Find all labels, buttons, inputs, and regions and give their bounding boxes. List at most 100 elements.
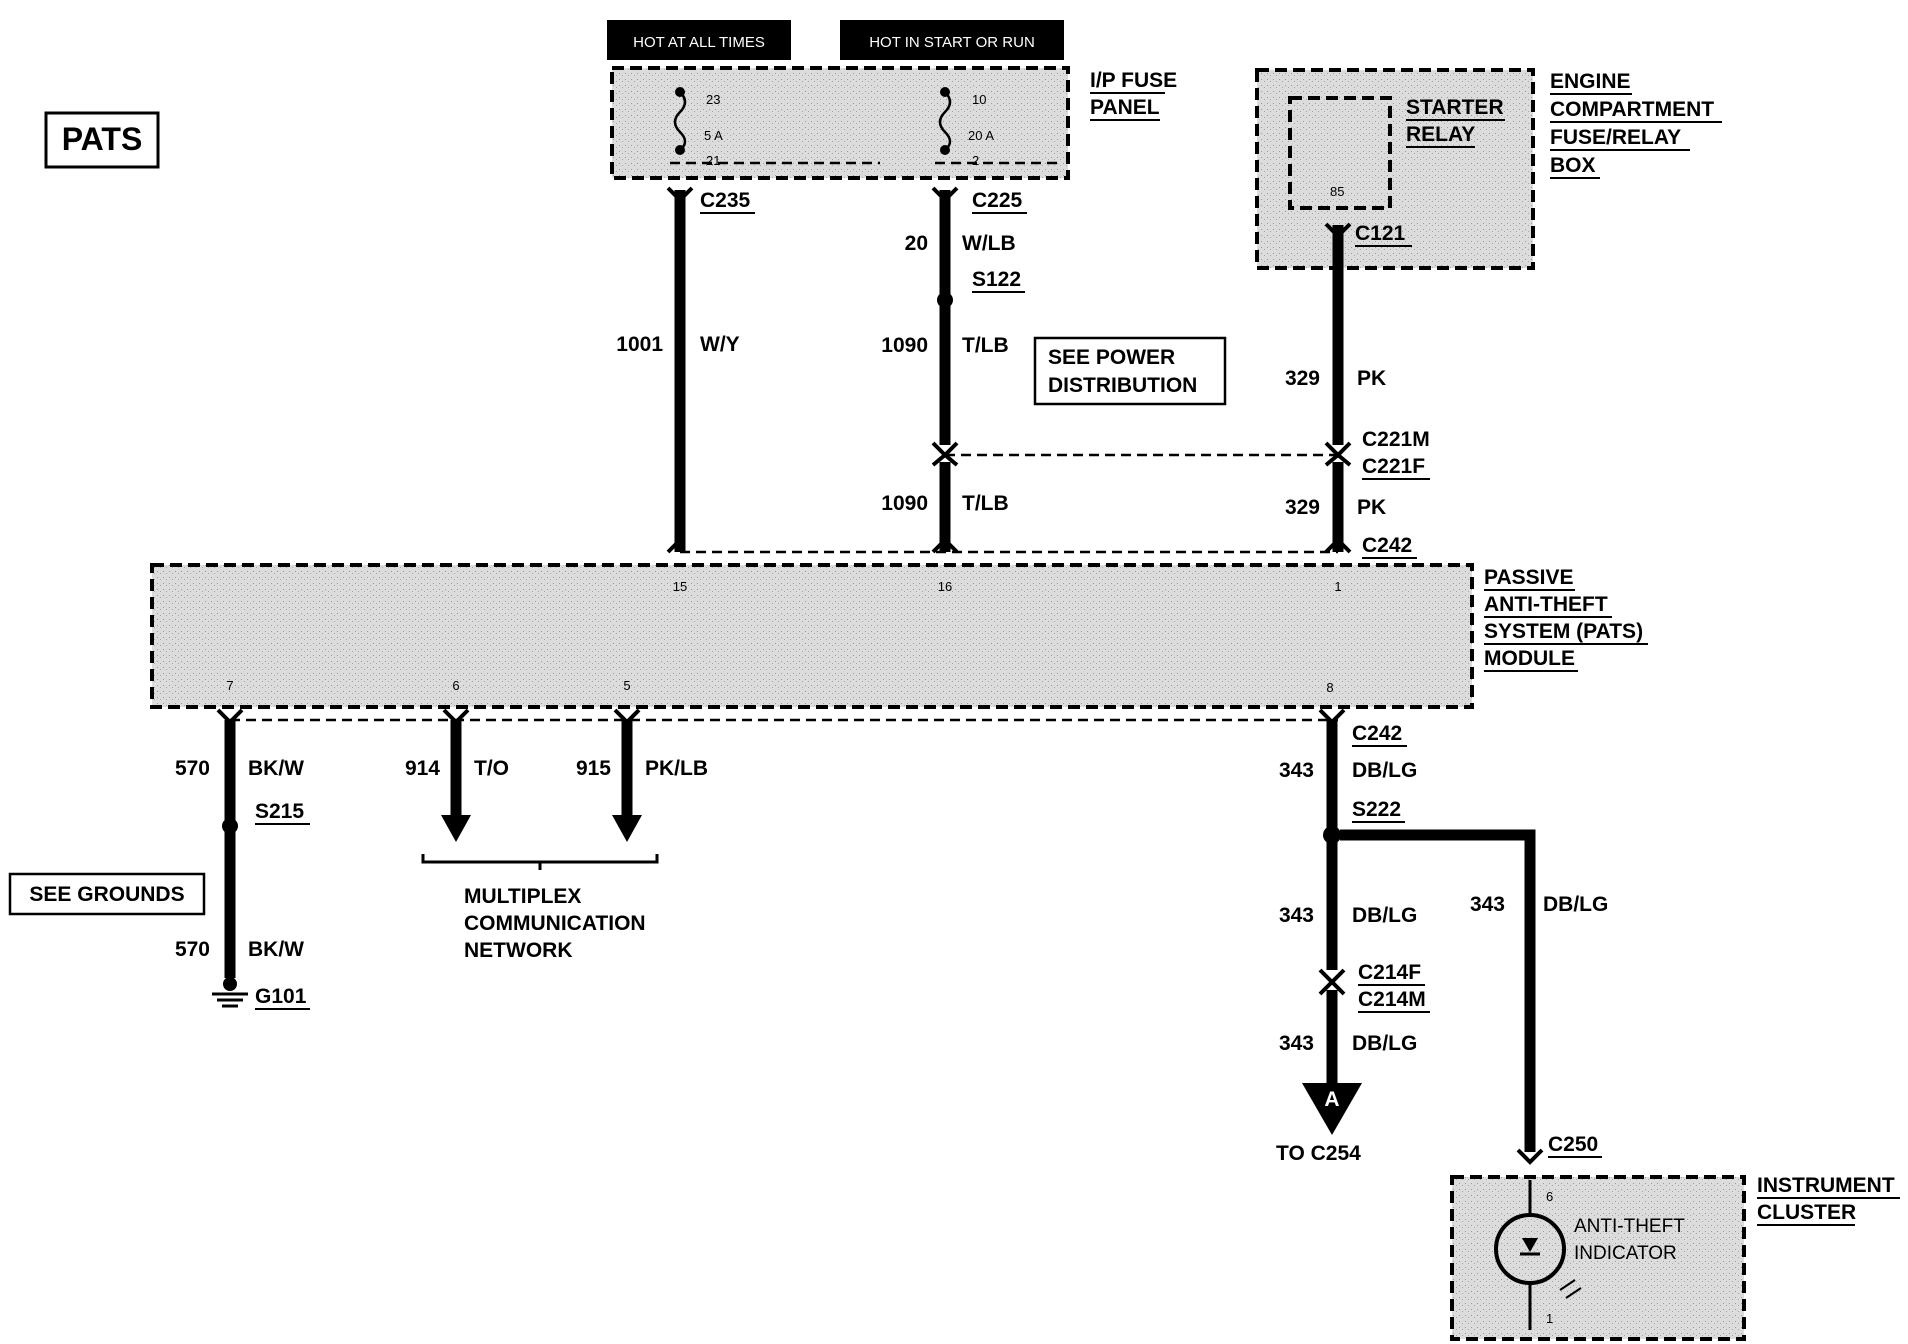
banner-hot-in-start-or-run-text: HOT IN START OR RUN <box>869 34 1035 51</box>
wire-20-num: 20 <box>905 232 928 255</box>
wire-1090a-num: 1090 <box>881 334 928 357</box>
module-label-4: MODULE <box>1484 647 1575 670</box>
label-c221f: C221F <box>1362 455 1425 478</box>
label-c225: C225 <box>972 189 1023 212</box>
cluster-pin-6: 6 <box>1546 1189 1553 1204</box>
label-c214m: C214M <box>1358 988 1426 1011</box>
splice-s122 <box>937 292 953 308</box>
label-c242-bottom: C242 <box>1352 722 1402 745</box>
engine-box-label-4: BOX <box>1550 154 1596 177</box>
wire-343a-color: DB/LG <box>1352 759 1417 782</box>
wire-1001-num: 1001 <box>616 333 663 356</box>
arrow-a <box>1302 1083 1362 1135</box>
connector-c225-mark <box>931 186 959 203</box>
wire-20-color: W/LB <box>962 232 1016 255</box>
multiplex-label-3: NETWORK <box>464 939 573 962</box>
connector-c235-mark <box>666 186 694 203</box>
banner-hot-at-all-times-text: HOT AT ALL TIMES <box>633 34 765 51</box>
cluster-label-1: INSTRUMENT <box>1757 1174 1895 1197</box>
wire-343a-num: 343 <box>1279 759 1314 782</box>
see-power-distribution-line-2: DISTRIBUTION <box>1048 374 1197 397</box>
module-pin-1: 1 <box>1334 579 1341 594</box>
wire-915-arrow <box>612 815 642 842</box>
wire-914-num: 914 <box>405 757 440 780</box>
wire-1090a-color: T/LB <box>962 334 1009 357</box>
wire-343d-color: DB/LG <box>1543 893 1608 916</box>
arrow-a-destination: TO C254 <box>1276 1142 1361 1165</box>
wire-329b-num: 329 <box>1285 496 1320 519</box>
engine-box-label-3: FUSE/RELAY <box>1550 126 1681 149</box>
wire-329a-num: 329 <box>1285 367 1320 390</box>
pats-title: PATS <box>62 121 143 157</box>
ground-icon <box>212 977 248 1008</box>
wire-570b-num: 570 <box>175 938 210 961</box>
see-grounds-text: SEE GROUNDS <box>29 883 184 906</box>
module-pin-6: 6 <box>452 678 459 693</box>
label-c221m: C221M <box>1362 428 1430 451</box>
ip-fuse-panel-box <box>610 66 1070 180</box>
banner-hot-in-start-or-run <box>840 20 1064 60</box>
see-power-distribution-box[interactable] <box>1033 336 1227 406</box>
cluster-pin-1: 1 <box>1546 1311 1553 1326</box>
fuse-a-bottom-pin: 21 <box>706 153 720 168</box>
starter-relay-label-1: STARTER <box>1406 96 1504 119</box>
ip-fuse-panel-label-1: I/P FUSE <box>1090 69 1177 92</box>
starter-relay-box <box>1288 96 1392 210</box>
label-g101: G101 <box>255 985 307 1008</box>
fuse-b-rating: 20 A <box>968 128 994 143</box>
label-c242-top: C242 <box>1362 534 1412 557</box>
fuse-b <box>935 87 1060 165</box>
wire-915-num: 915 <box>576 757 611 780</box>
banner-hot-at-all-times <box>607 20 791 60</box>
engine-box-label-2: COMPARTMENT <box>1550 98 1714 121</box>
multiplex-bracket <box>421 854 659 864</box>
instrument-cluster-box <box>1450 1175 1746 1341</box>
label-c214f: C214F <box>1358 961 1421 984</box>
wire-343b-num: 343 <box>1279 904 1314 927</box>
wire-343-branch <box>1340 829 1536 1152</box>
see-power-distribution-line-1: SEE POWER <box>1048 346 1175 369</box>
wire-915-color: PK/LB <box>645 757 708 780</box>
label-c235: C235 <box>700 189 751 212</box>
wire-914-arrow <box>441 815 471 842</box>
multiplex-label-1: MULTIPLEX <box>464 885 581 908</box>
pats-title-box <box>44 111 160 169</box>
wire-343c-color: DB/LG <box>1352 1032 1417 1055</box>
fuse-a-rating: 5 A <box>704 128 723 143</box>
connector-c121-mark <box>1324 222 1352 239</box>
wire-343c-num: 343 <box>1279 1032 1314 1055</box>
module-pin-15: 15 <box>673 579 687 594</box>
fuse-b-top-pin: 10 <box>972 92 986 107</box>
fuse-a <box>670 87 880 165</box>
ip-fuse-panel-label-2: PANEL <box>1090 96 1160 119</box>
wire-329b-color: PK <box>1357 496 1386 519</box>
module-label-1: PASSIVE <box>1484 566 1573 589</box>
wire-343d-num: 343 <box>1470 893 1505 916</box>
pats-module-box <box>150 563 1474 709</box>
starter-relay-pin: 85 <box>1330 184 1344 199</box>
multiplex-label-2: COMMUNICATION <box>464 912 646 935</box>
fuse-b-bottom-pin: 2 <box>972 153 979 168</box>
wire-570b-color: BK/W <box>248 938 304 961</box>
indicator-label-2: INDICATOR <box>1574 1243 1677 1264</box>
wire-570a-color: BK/W <box>248 757 304 780</box>
label-s222: S222 <box>1352 798 1401 821</box>
wire-914-color: T/O <box>474 757 509 780</box>
engine-box-label-1: ENGINE <box>1550 70 1631 93</box>
fuse-a-top-pin: 23 <box>706 92 720 107</box>
wire-1090b-color: T/LB <box>962 492 1009 515</box>
indicator-label-1: ANTI-THEFT <box>1574 1216 1685 1237</box>
module-pin-7: 7 <box>226 678 233 693</box>
wire-570a-num: 570 <box>175 757 210 780</box>
label-s122: S122 <box>972 268 1021 291</box>
module-pin-16: 16 <box>938 579 952 594</box>
wire-1090b-num: 1090 <box>881 492 928 515</box>
cluster-label-2: CLUSTER <box>1757 1201 1856 1224</box>
see-grounds-box[interactable] <box>8 872 206 916</box>
label-s215: S215 <box>255 800 304 823</box>
starter-relay-label-2: RELAY <box>1406 123 1475 146</box>
label-c250: C250 <box>1548 1133 1598 1156</box>
splice-s222 <box>1323 826 1341 844</box>
